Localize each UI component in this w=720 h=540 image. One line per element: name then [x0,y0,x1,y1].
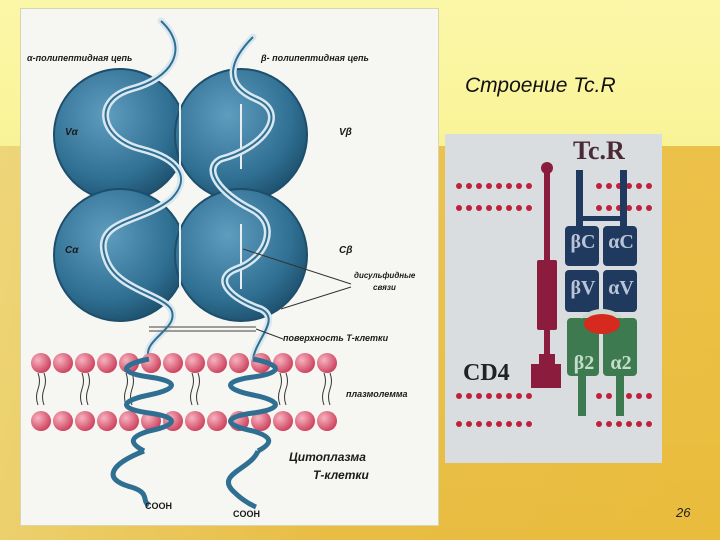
alpha-v-label: αV [608,277,634,299]
cd4-molecule [531,162,561,388]
alpha2-label: α2 [610,352,632,374]
alpha-v-domain [603,270,637,312]
alpha-c-domain [603,226,637,266]
beta-c-domain [565,226,599,266]
plasma-membrane-label: плазмолемма [346,389,408,399]
alpha2-domain [603,318,637,376]
cell-surface-label: поверхность Т-клетки [283,333,389,343]
alpha-chain-label: α-полипептидная цепь [27,53,133,63]
v-alpha-label: Vα [65,127,78,138]
tcr-cd4-figure: Tc.R CD4 βC αC βV αV β2 α2 [445,134,662,463]
beta-tail [226,449,261,510]
tcr-stalks [576,170,627,226]
cooh-right-label: COOH [233,509,260,519]
antigen-peptide [584,314,620,334]
cooh-left-label: COOH [145,501,172,511]
membrane-tails [36,372,332,406]
v-beta-label: Vβ [339,127,352,138]
disulfide-label-2: связи [373,283,396,292]
beta-v-domain [565,270,599,312]
beta2-stalk [578,376,586,416]
transmembrane-helices [124,356,278,454]
membrane-top-row [31,353,337,373]
membrane-bottom-row [31,411,337,431]
alpha-tail [110,448,151,508]
tcr-cd4-svg [456,162,652,427]
c-alpha-label: Cα [65,245,79,256]
page-number: 26 [676,505,691,520]
cytoplasm-label-2: Т-клетки [313,468,369,482]
c-beta-label: Cβ [339,245,353,256]
right-membrane-top [456,183,652,211]
beta-c-label: βC [570,231,596,253]
beta2-domain [567,318,599,376]
tcr-structure-figure: α-полипептидная цепь β- полипептидная це… [20,8,439,526]
disulfide-label-1: дисульфидные [354,271,416,280]
beta-v-label: βV [570,277,596,299]
alpha2-stalk [616,376,624,416]
tcr-structure-svg [31,17,352,510]
beta-chain-label: β- полипептидная цепь [261,53,369,63]
tcr-label: Tc.R [573,136,625,165]
alpha-c-label: αC [608,231,634,253]
cytoplasm-label-1: Цитоплазма [289,450,366,464]
slide-title: Строение Tc.R [465,74,616,97]
right-membrane-bottom [456,393,652,427]
beta2-label: β2 [573,352,595,374]
cd4-label: CD4 [463,360,510,386]
